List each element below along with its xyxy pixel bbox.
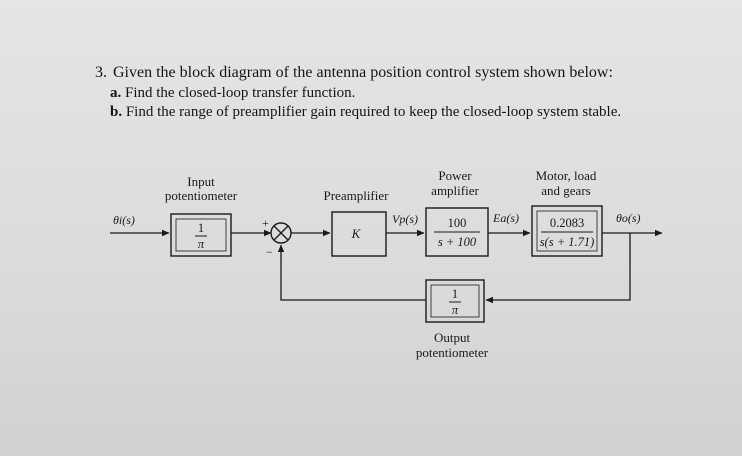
summing-junction-cross-2: [273, 225, 289, 241]
power-amp-title-1: Power: [438, 168, 472, 183]
power-amp-den: s + 100: [438, 235, 477, 249]
motor-inner-frame: [536, 210, 598, 252]
part-a-label: a.: [110, 85, 122, 101]
power-amp-num: 100: [448, 216, 467, 230]
motor-num: 0.2083: [550, 216, 584, 230]
question-stem: 3. Given the block diagram of the antenna…: [95, 62, 621, 84]
input-pot-title-2: potentiometer: [165, 188, 238, 203]
input-pot-num: 1: [198, 221, 204, 235]
question-stem-text: Given the block diagram of the antenna p…: [113, 64, 613, 81]
power-amp-title-2: amplifier: [431, 183, 479, 198]
input-pot-den: π: [198, 237, 205, 251]
feedback-to-sum: [277, 244, 426, 301]
question-part-a: a. Find the closed-loop transfer functio…: [110, 84, 621, 103]
sum-plus-sign: +: [262, 216, 269, 230]
output-pot-block: [425, 279, 485, 323]
input-pot-block: [170, 213, 232, 257]
output-pot-num: 1: [452, 287, 458, 301]
question-number: 3.: [95, 64, 107, 81]
ea-signal-label: Ea(s): [492, 211, 519, 225]
output-pot-inner-frame: [430, 284, 480, 318]
motor-block: [531, 205, 603, 257]
input-pot-inner-frame: [175, 218, 227, 252]
question-part-b: b. Find the range of preamplifier gain r…: [110, 103, 621, 122]
preamp-gain: K: [351, 226, 362, 241]
sum-minus-sign: −: [266, 245, 273, 259]
problem-text: 3. Given the block diagram of the antenna…: [95, 62, 621, 122]
preamp-title: Preamplifier: [324, 188, 390, 203]
output-signal-label: θo(s): [616, 211, 641, 225]
part-b-text: Find the range of preamplifier gain requ…: [125, 104, 622, 120]
output-pot-title-1: Output: [434, 330, 471, 345]
output-pot-title-2: potentiometer: [416, 345, 489, 360]
feedback-to-output-pot: [485, 233, 631, 304]
power-amp-block: [425, 207, 489, 257]
vp-signal-label: Vp(s): [392, 212, 418, 226]
input-signal-label: θi(s): [113, 213, 135, 227]
part-a-text: Find the closed-loop transfer function.: [125, 85, 356, 101]
motor-title-1: Motor, load: [536, 168, 597, 183]
output-pot-den: π: [452, 303, 459, 317]
motor-title-2: and gears: [541, 183, 590, 198]
motor-den: s(s + 1.71): [540, 235, 595, 249]
part-b-label: b.: [110, 104, 123, 120]
input-pot-title-1: Input: [187, 174, 215, 189]
preamp-block: [331, 211, 387, 257]
